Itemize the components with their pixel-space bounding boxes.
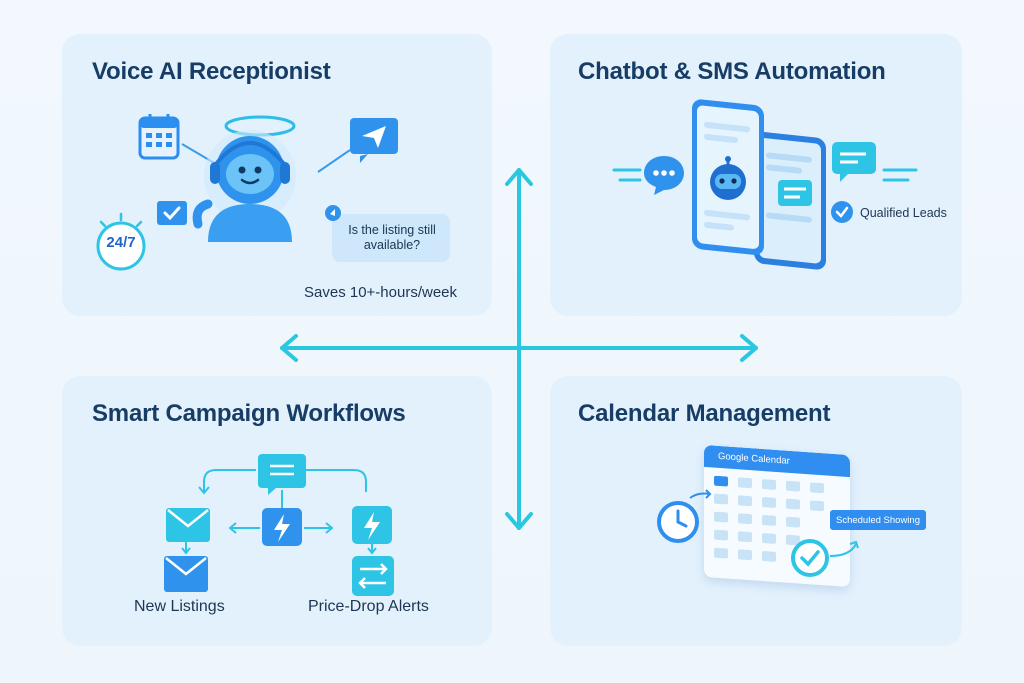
price-drop-label: Price-Drop Alerts bbox=[308, 598, 429, 615]
qualified-leads-label: Qualified Leads bbox=[860, 206, 947, 220]
new-listings-label: New Listings bbox=[134, 598, 225, 615]
card-title: Chatbot & SMS Automation bbox=[578, 58, 886, 85]
card-caption: Saves 10+-hours/week bbox=[304, 284, 458, 301]
robot-icon bbox=[710, 156, 746, 200]
chat-bubble: Is the listing still available? bbox=[332, 214, 450, 262]
voice-ai-card: Voice AI Receptionist bbox=[62, 34, 492, 316]
check-icon bbox=[157, 201, 187, 225]
lightning-icon bbox=[262, 508, 302, 546]
chat-bubble-icon bbox=[644, 156, 684, 195]
robot-receptionist-icon bbox=[192, 115, 296, 242]
message-icon bbox=[832, 142, 876, 182]
workflow-diagram bbox=[164, 454, 394, 596]
event-label: Scheduled Showing bbox=[836, 515, 920, 526]
clock-247-icon: 24/7 bbox=[96, 212, 146, 271]
lightning-icon bbox=[352, 506, 392, 544]
reply-icon bbox=[325, 205, 341, 221]
transfer-icon bbox=[352, 556, 394, 596]
email-icon bbox=[164, 556, 208, 592]
badge-text: 24/7 bbox=[106, 234, 136, 251]
speed-lines bbox=[612, 168, 642, 182]
center-cross-arrows bbox=[280, 168, 758, 530]
email-icon bbox=[166, 508, 210, 542]
chatbot-card: Chatbot & SMS Automation bbox=[550, 34, 962, 316]
bubble-text: Is the listing still available? bbox=[348, 223, 436, 252]
card-title: Calendar Management bbox=[578, 400, 831, 427]
message-icon bbox=[258, 454, 306, 495]
connector-line bbox=[317, 149, 351, 173]
check-circle-icon bbox=[831, 201, 853, 223]
campaign-card: Smart Campaign Workflows bbox=[62, 376, 492, 646]
speed-lines bbox=[882, 168, 918, 182]
card-title: Smart Campaign Workflows bbox=[92, 400, 406, 427]
clock-icon bbox=[657, 489, 712, 543]
calendar-cells bbox=[714, 475, 824, 562]
calendar-grid-icon: Google Calendar bbox=[704, 444, 850, 588]
scheduled-showing-tag: Scheduled Showing bbox=[830, 510, 926, 530]
phone-icon bbox=[692, 99, 826, 270]
check-circle-icon bbox=[791, 539, 859, 577]
send-message-icon bbox=[350, 118, 398, 163]
calendar-card: Calendar Management Google Calendar Sche… bbox=[550, 376, 962, 646]
card-title: Voice AI Receptionist bbox=[92, 58, 331, 85]
calendar-header: Google Calendar bbox=[704, 444, 850, 478]
calendar-icon bbox=[138, 114, 180, 160]
